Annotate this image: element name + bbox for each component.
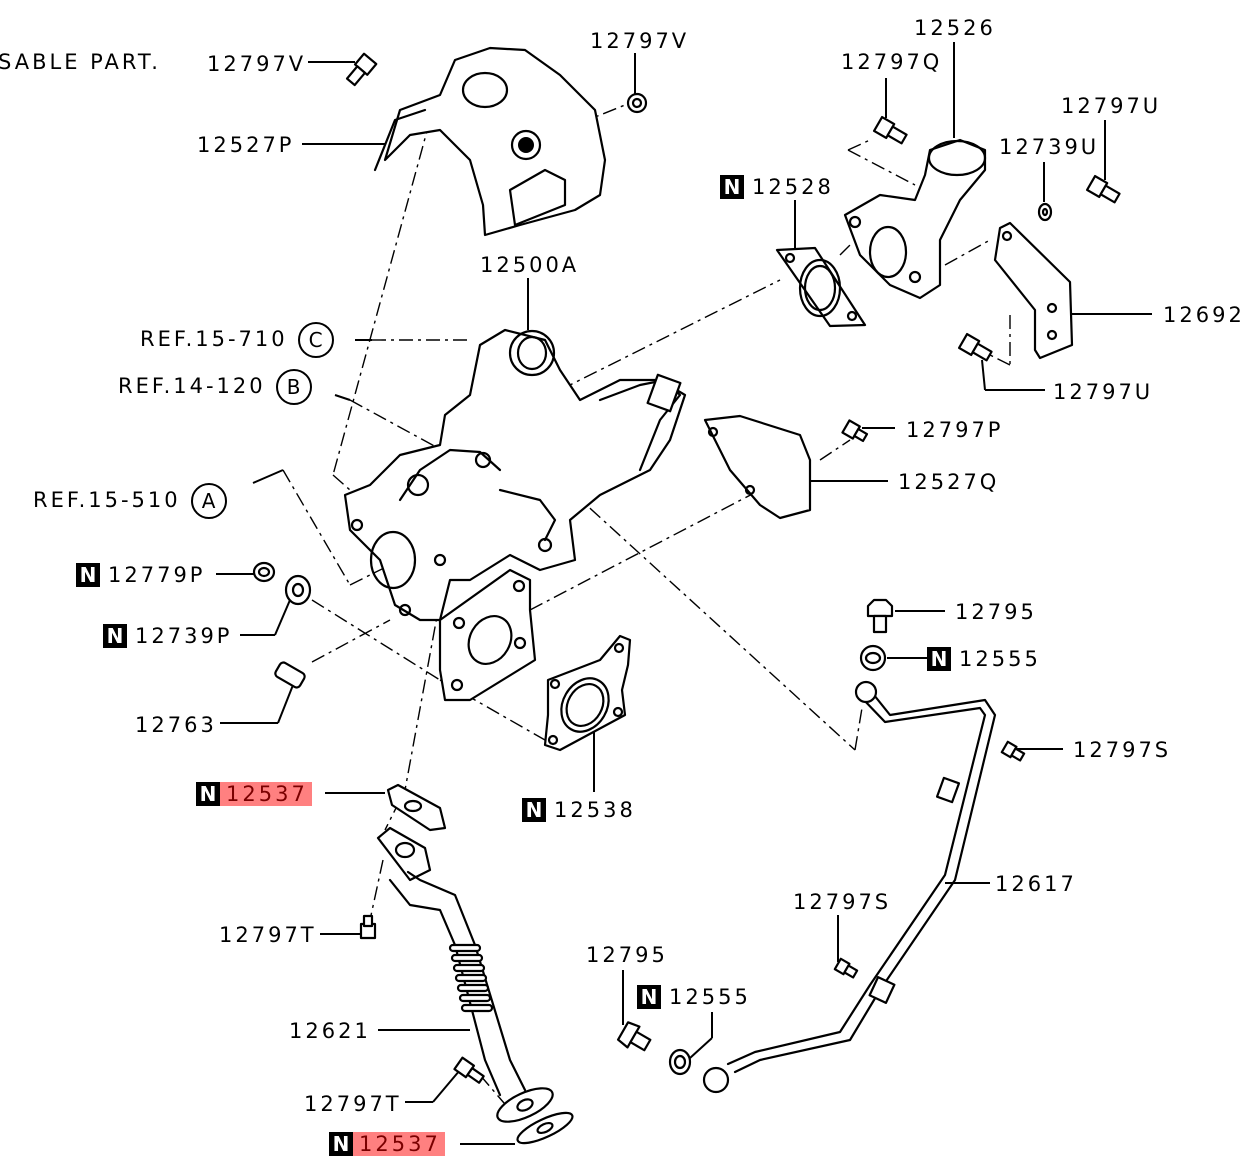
part-label-12797V[interactable]: 12797V: [207, 52, 307, 76]
highlight: 12537: [220, 782, 312, 806]
ref-circle-c: C: [297, 322, 334, 358]
heat-shield-upper: [373, 46, 607, 237]
ref-circle-a: A: [190, 483, 227, 519]
part-label-12763[interactable]: 12763: [135, 713, 217, 737]
gasket-12537-upper: [386, 783, 447, 832]
new-part-badge: N: [103, 624, 127, 648]
part-label-12526[interactable]: 12526: [914, 16, 996, 40]
leader-lines: [216, 42, 1152, 1145]
new-part-badge: N: [329, 1132, 353, 1156]
part-label-12797T[interactable]: 12797T: [219, 923, 317, 947]
new-part-badge: N: [637, 985, 661, 1009]
heat-shield-lower: [703, 414, 812, 520]
part-label-12527P[interactable]: 12527P: [197, 133, 295, 157]
oil-feed-pipe: [702, 680, 997, 1094]
oil-return-pipe: [376, 826, 554, 1123]
part-label-12797S[interactable]: 12797S: [793, 890, 892, 914]
part-label-12795[interactable]: 12795: [955, 600, 1037, 624]
header-text-fragment: SABLE PART.: [0, 50, 161, 74]
turbine-flange: [438, 568, 537, 702]
bolts: [252, 52, 1121, 1084]
part-label-12739U[interactable]: 12739U: [999, 135, 1100, 159]
part-label-12797U[interactable]: 12797U: [1061, 94, 1162, 118]
part-label-12617[interactable]: 12617: [995, 872, 1077, 896]
gasket-12528: [775, 246, 867, 328]
assembly-lines: [282, 102, 1011, 1111]
part-label-12797P[interactable]: 12797P: [906, 418, 1004, 442]
part-label-12500A[interactable]: 12500A: [480, 253, 580, 277]
part-label-12797Q[interactable]: 12797Q: [841, 50, 943, 74]
part-label-12795[interactable]: 12795: [586, 943, 668, 967]
gasket-12538: [543, 634, 632, 752]
new-part-badge: N: [720, 175, 744, 199]
bellows: [448, 943, 494, 1013]
part-label-12621[interactable]: 12621: [289, 1019, 371, 1043]
new-part-badge: N: [76, 563, 100, 587]
turbocharger-body: [343, 328, 687, 622]
outlet-elbow: [843, 138, 987, 300]
bracket-12692: [993, 221, 1074, 360]
highlight: 12537: [353, 1132, 445, 1156]
part-label-12797U[interactable]: 12797U: [1053, 380, 1154, 404]
gasket-12537-lower: [516, 1111, 574, 1145]
part-label-12797T[interactable]: 12797T: [304, 1092, 402, 1116]
new-part-badge: N: [196, 782, 220, 806]
ref-circle-b: B: [275, 369, 312, 405]
part-label-12797V[interactable]: 12797V: [590, 29, 690, 53]
new-part-badge: N: [522, 798, 546, 822]
new-part-badge: N: [927, 647, 951, 671]
part-label-12797S[interactable]: 12797S: [1073, 738, 1172, 762]
part-label-12527Q[interactable]: 12527Q: [898, 470, 1000, 494]
part-label-12692[interactable]: 12692: [1163, 303, 1245, 327]
